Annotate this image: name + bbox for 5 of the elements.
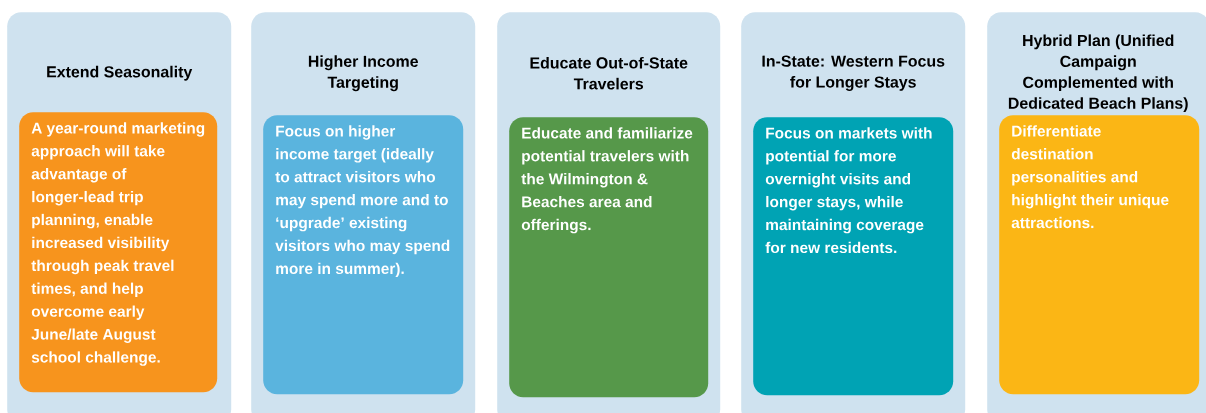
description-box: Differentiate destination personalities and highlight their unique attractions. (999, 115, 1200, 395)
description-box: Educate and familiarize potential travelers with the Wilmington & Beaches area and offerings. (509, 117, 709, 398)
description-box: Focus on markets with potential for more overnight visits and longer stays, while maintaining coverage for new residents. (753, 117, 954, 396)
description-box: Focus on higher income target (ideally to attract visitors who may spend more and to ‘upgrade’ existing visitors who may spend more in summer). (263, 115, 464, 395)
description-box: A year-round marketing approach will take advantage of longer-lead trip planning, enable increased visibility through peak travel times, and help overcome early June/late August school challenge. (19, 112, 218, 393)
